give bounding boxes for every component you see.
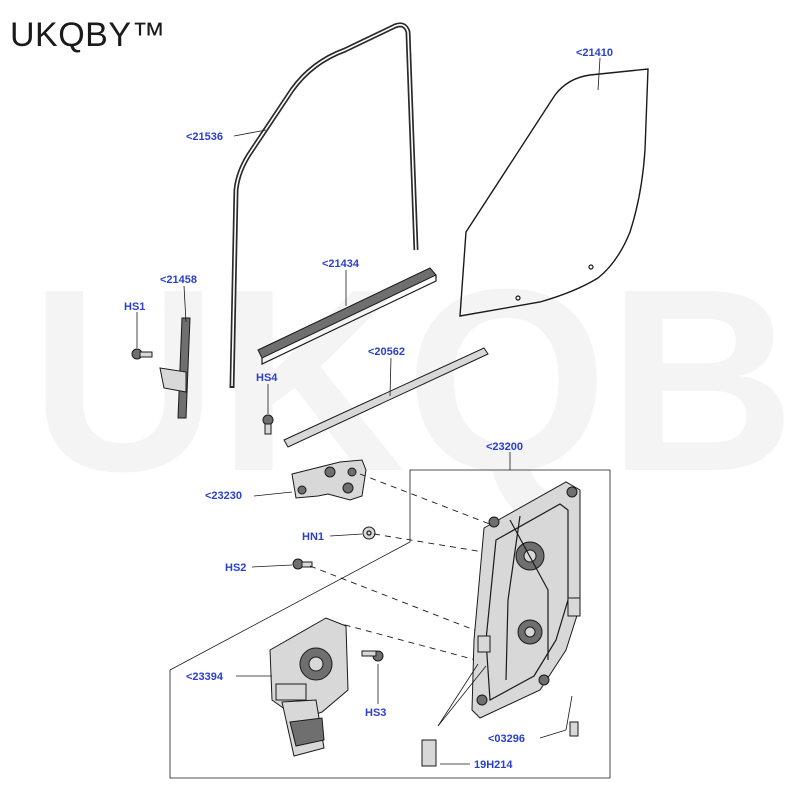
run-channel-bracket — [159, 317, 191, 419]
bolt-hs1 — [131, 348, 153, 360]
label-23394: <23394 — [186, 671, 224, 683]
assembly-frame — [169, 469, 611, 779]
window-frame-seal — [229, 22, 419, 389]
screw-hs2 — [292, 558, 313, 570]
label-19h214: 19H214 — [474, 759, 513, 771]
regulator-bracket — [291, 459, 367, 501]
clip — [569, 721, 579, 737]
label-hs3: HS3 — [365, 707, 386, 719]
belt-moulding — [283, 347, 489, 448]
label-hs4: HS4 — [256, 372, 278, 384]
label-hs2: HS2 — [225, 562, 246, 574]
label-21410: <21410 — [576, 47, 613, 59]
nut-hn1 — [362, 526, 376, 540]
label-hn1: HN1 — [302, 531, 324, 543]
label-23230: <23230 — [205, 490, 242, 502]
glass-hole — [515, 295, 521, 301]
label-03296: <03296 — [488, 733, 525, 745]
brand-logo: UKQBY™ — [10, 16, 167, 54]
window-regulator — [471, 481, 581, 719]
screw-hs3 — [361, 650, 384, 662]
glass-hole — [588, 264, 594, 270]
door-glass — [459, 68, 649, 317]
assembly-line — [333, 621, 477, 661]
bolt-hs4 — [262, 414, 274, 435]
label-hs1: HS1 — [124, 301, 145, 313]
label-21434: <21434 — [322, 258, 360, 270]
label-20562: <20562 — [368, 346, 405, 358]
belt-weatherstrip — [257, 267, 437, 365]
assembly-line — [359, 473, 501, 529]
label-21458: <21458 — [160, 274, 197, 286]
label-23200: <23200 — [486, 441, 523, 453]
window-motor — [269, 617, 349, 757]
clip-19h214 — [421, 739, 437, 767]
label-21536: <21536 — [186, 131, 223, 143]
